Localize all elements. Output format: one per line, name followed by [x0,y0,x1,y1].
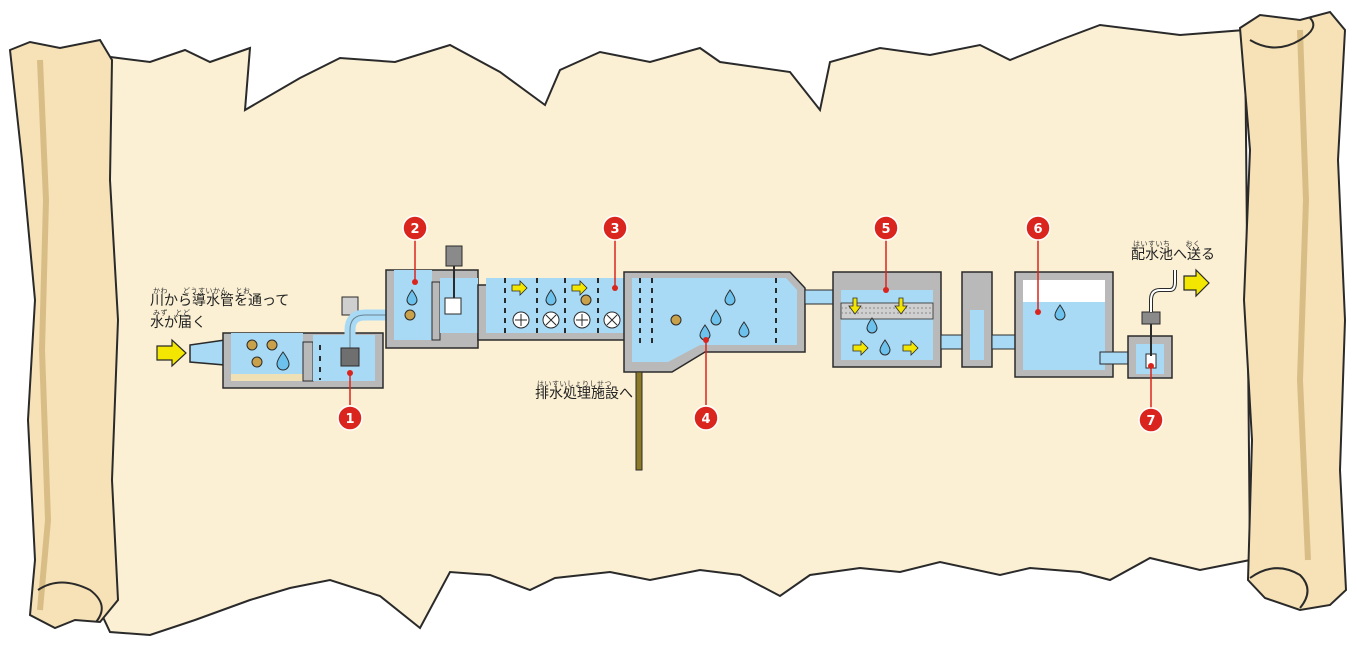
drainage-label: 排水処理施設へ [535,386,633,402]
delivery-label: 配水池へ送る [1131,247,1215,263]
drain-pipe [635,371,643,471]
mixing-basin [385,245,479,349]
svg-text:3: 3 [610,222,619,237]
intake-line1-ruby: かわ どうすいかん とお [153,287,251,295]
svg-text:2: 2 [410,222,419,237]
inlet-pipe [189,339,226,366]
filtration-basin [832,271,942,368]
svg-text:7: 7 [1146,414,1155,429]
marker-4: 4 [693,405,719,431]
intake-line2-ruby: みず とど [153,309,191,317]
svg-text:1: 1 [345,412,354,427]
marker-3: 3 [602,215,628,241]
outlet-arrow-icon [1183,268,1210,298]
flocculation-basin [477,278,629,341]
marker-lines [349,238,1152,408]
inlet-arrow-icon [156,338,187,368]
marker-7: 7 [1138,407,1164,433]
marker-6: 6 [1025,215,1051,241]
drainage-ruby: はいすいしょりしせつ [537,380,612,388]
intake-label-line1: 川から導水管を通って [150,293,290,309]
marker-dots [347,279,1154,376]
intake-pump [340,296,405,367]
marker-1: 1 [337,405,363,431]
marker-2: 2 [402,215,428,241]
clear-water-reservoir [1014,271,1114,378]
sedimentation-basin [623,271,806,373]
svg-text:6: 6 [1033,222,1042,237]
delivery-ruby: はいすいち おく [1133,240,1201,248]
svg-text:4: 4 [701,412,710,427]
marker-5: 5 [873,215,899,241]
delivery-pump [1127,270,1177,379]
intake-label-line2: 水が届く [150,315,206,331]
svg-text:5: 5 [881,222,890,237]
